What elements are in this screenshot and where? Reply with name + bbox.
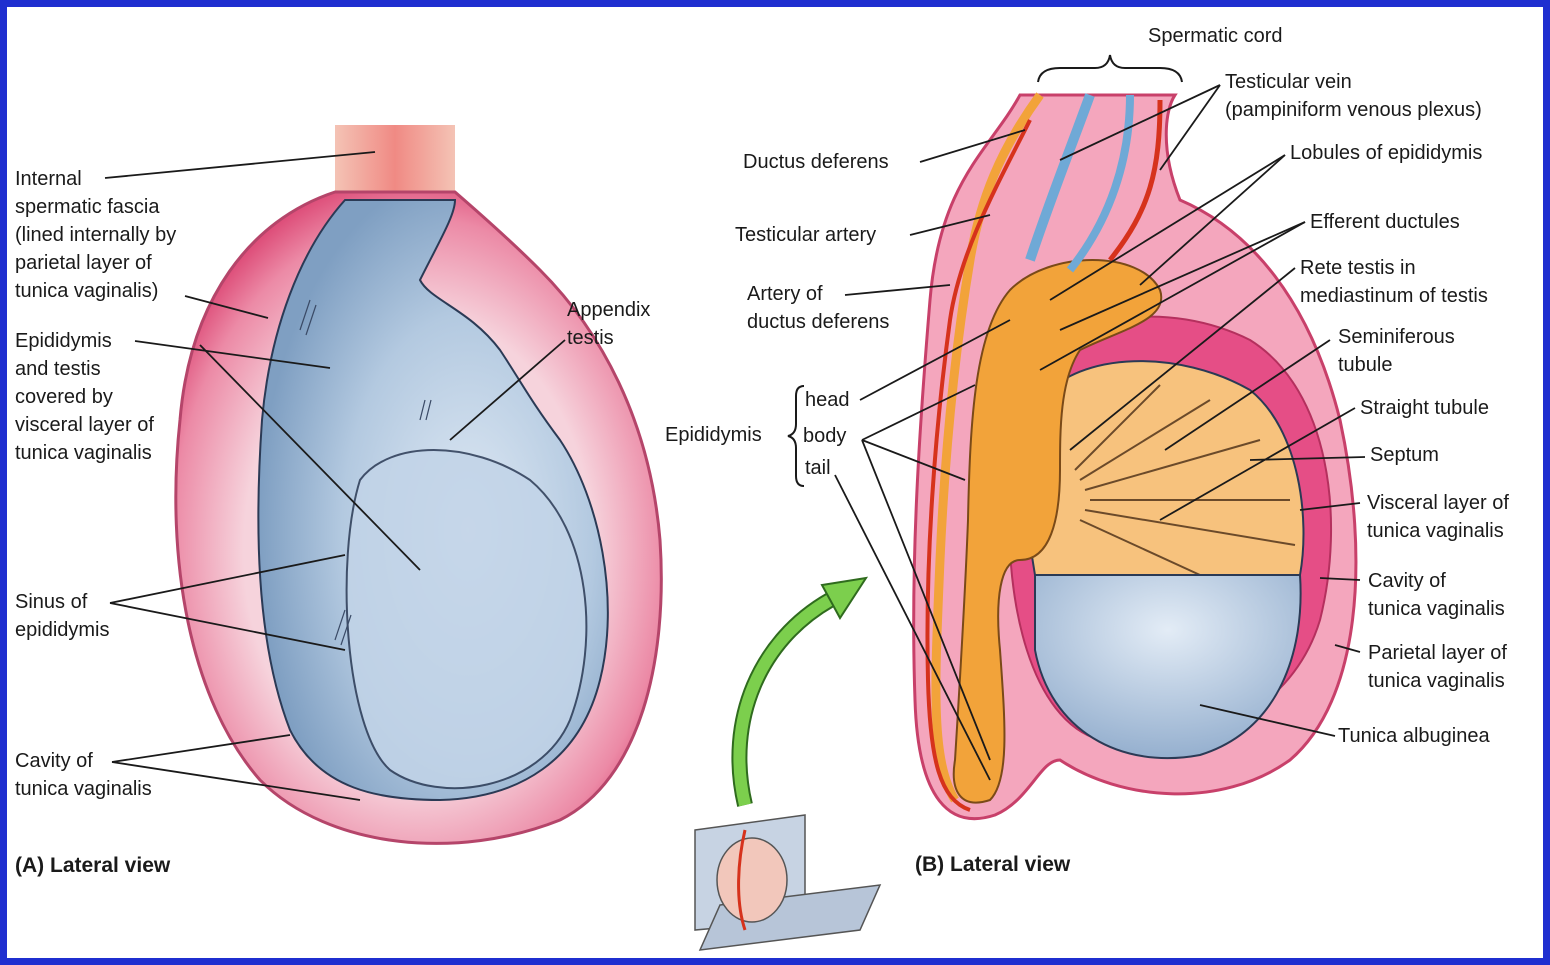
- caption-panel-b: (B) Lateral view: [915, 851, 1070, 879]
- label-internal-spermatic-fascia: Internal spermatic fascia (lined interna…: [15, 165, 176, 305]
- label-appendix-testis: Appendix testis: [567, 296, 650, 352]
- label-epididymis-head: head: [805, 386, 850, 414]
- label-seminiferous-tubule: Seminiferous tubule: [1338, 323, 1455, 379]
- label-rete-testis: Rete testis in mediastinum of testis: [1300, 254, 1488, 310]
- panel-a-drawing: [105, 125, 661, 843]
- label-spermatic-cord: Spermatic cord: [1148, 22, 1283, 50]
- label-artery-of-ductus: Artery of ductus deferens: [747, 280, 889, 336]
- label-epididymis-and-testis: Epididymis and testis covered by viscera…: [15, 327, 154, 467]
- epididymis-brace: [788, 386, 804, 486]
- spermatic-cord-bracket: [1038, 55, 1182, 82]
- label-epididymis-tail: tail: [805, 454, 831, 482]
- label-efferent-ductules: Efferent ductules: [1310, 208, 1460, 236]
- label-lobules-of-epididymis: Lobules of epididymis: [1290, 139, 1482, 167]
- label-epididymis: Epididymis: [665, 421, 762, 449]
- label-visceral-layer: Visceral layer of tunica vaginalis: [1367, 489, 1509, 545]
- label-straight-tubule: Straight tubule: [1360, 394, 1489, 422]
- label-testicular-artery: Testicular artery: [735, 221, 876, 249]
- label-septum: Septum: [1370, 441, 1439, 469]
- orientation-arrow: [739, 578, 866, 805]
- label-testicular-vein: Testicular vein (pampiniform venous plex…: [1225, 68, 1482, 124]
- label-cavity-panel-a: Cavity of tunica vaginalis: [15, 747, 152, 803]
- orientation-inset: [695, 815, 880, 950]
- label-sinus-of-epididymis: Sinus of epididymis: [15, 588, 109, 644]
- caption-panel-a: (A) Lateral view: [15, 852, 170, 880]
- label-tunica-albuginea: Tunica albuginea: [1338, 722, 1490, 750]
- label-cavity-panel-b: Cavity of tunica vaginalis: [1368, 567, 1505, 623]
- label-epididymis-body: body: [803, 422, 846, 450]
- label-ductus-deferens: Ductus deferens: [743, 148, 889, 176]
- label-parietal-layer: Parietal layer of tunica vaginalis: [1368, 639, 1507, 695]
- fascia-tube: [335, 125, 455, 195]
- testis-lobe: [347, 450, 587, 788]
